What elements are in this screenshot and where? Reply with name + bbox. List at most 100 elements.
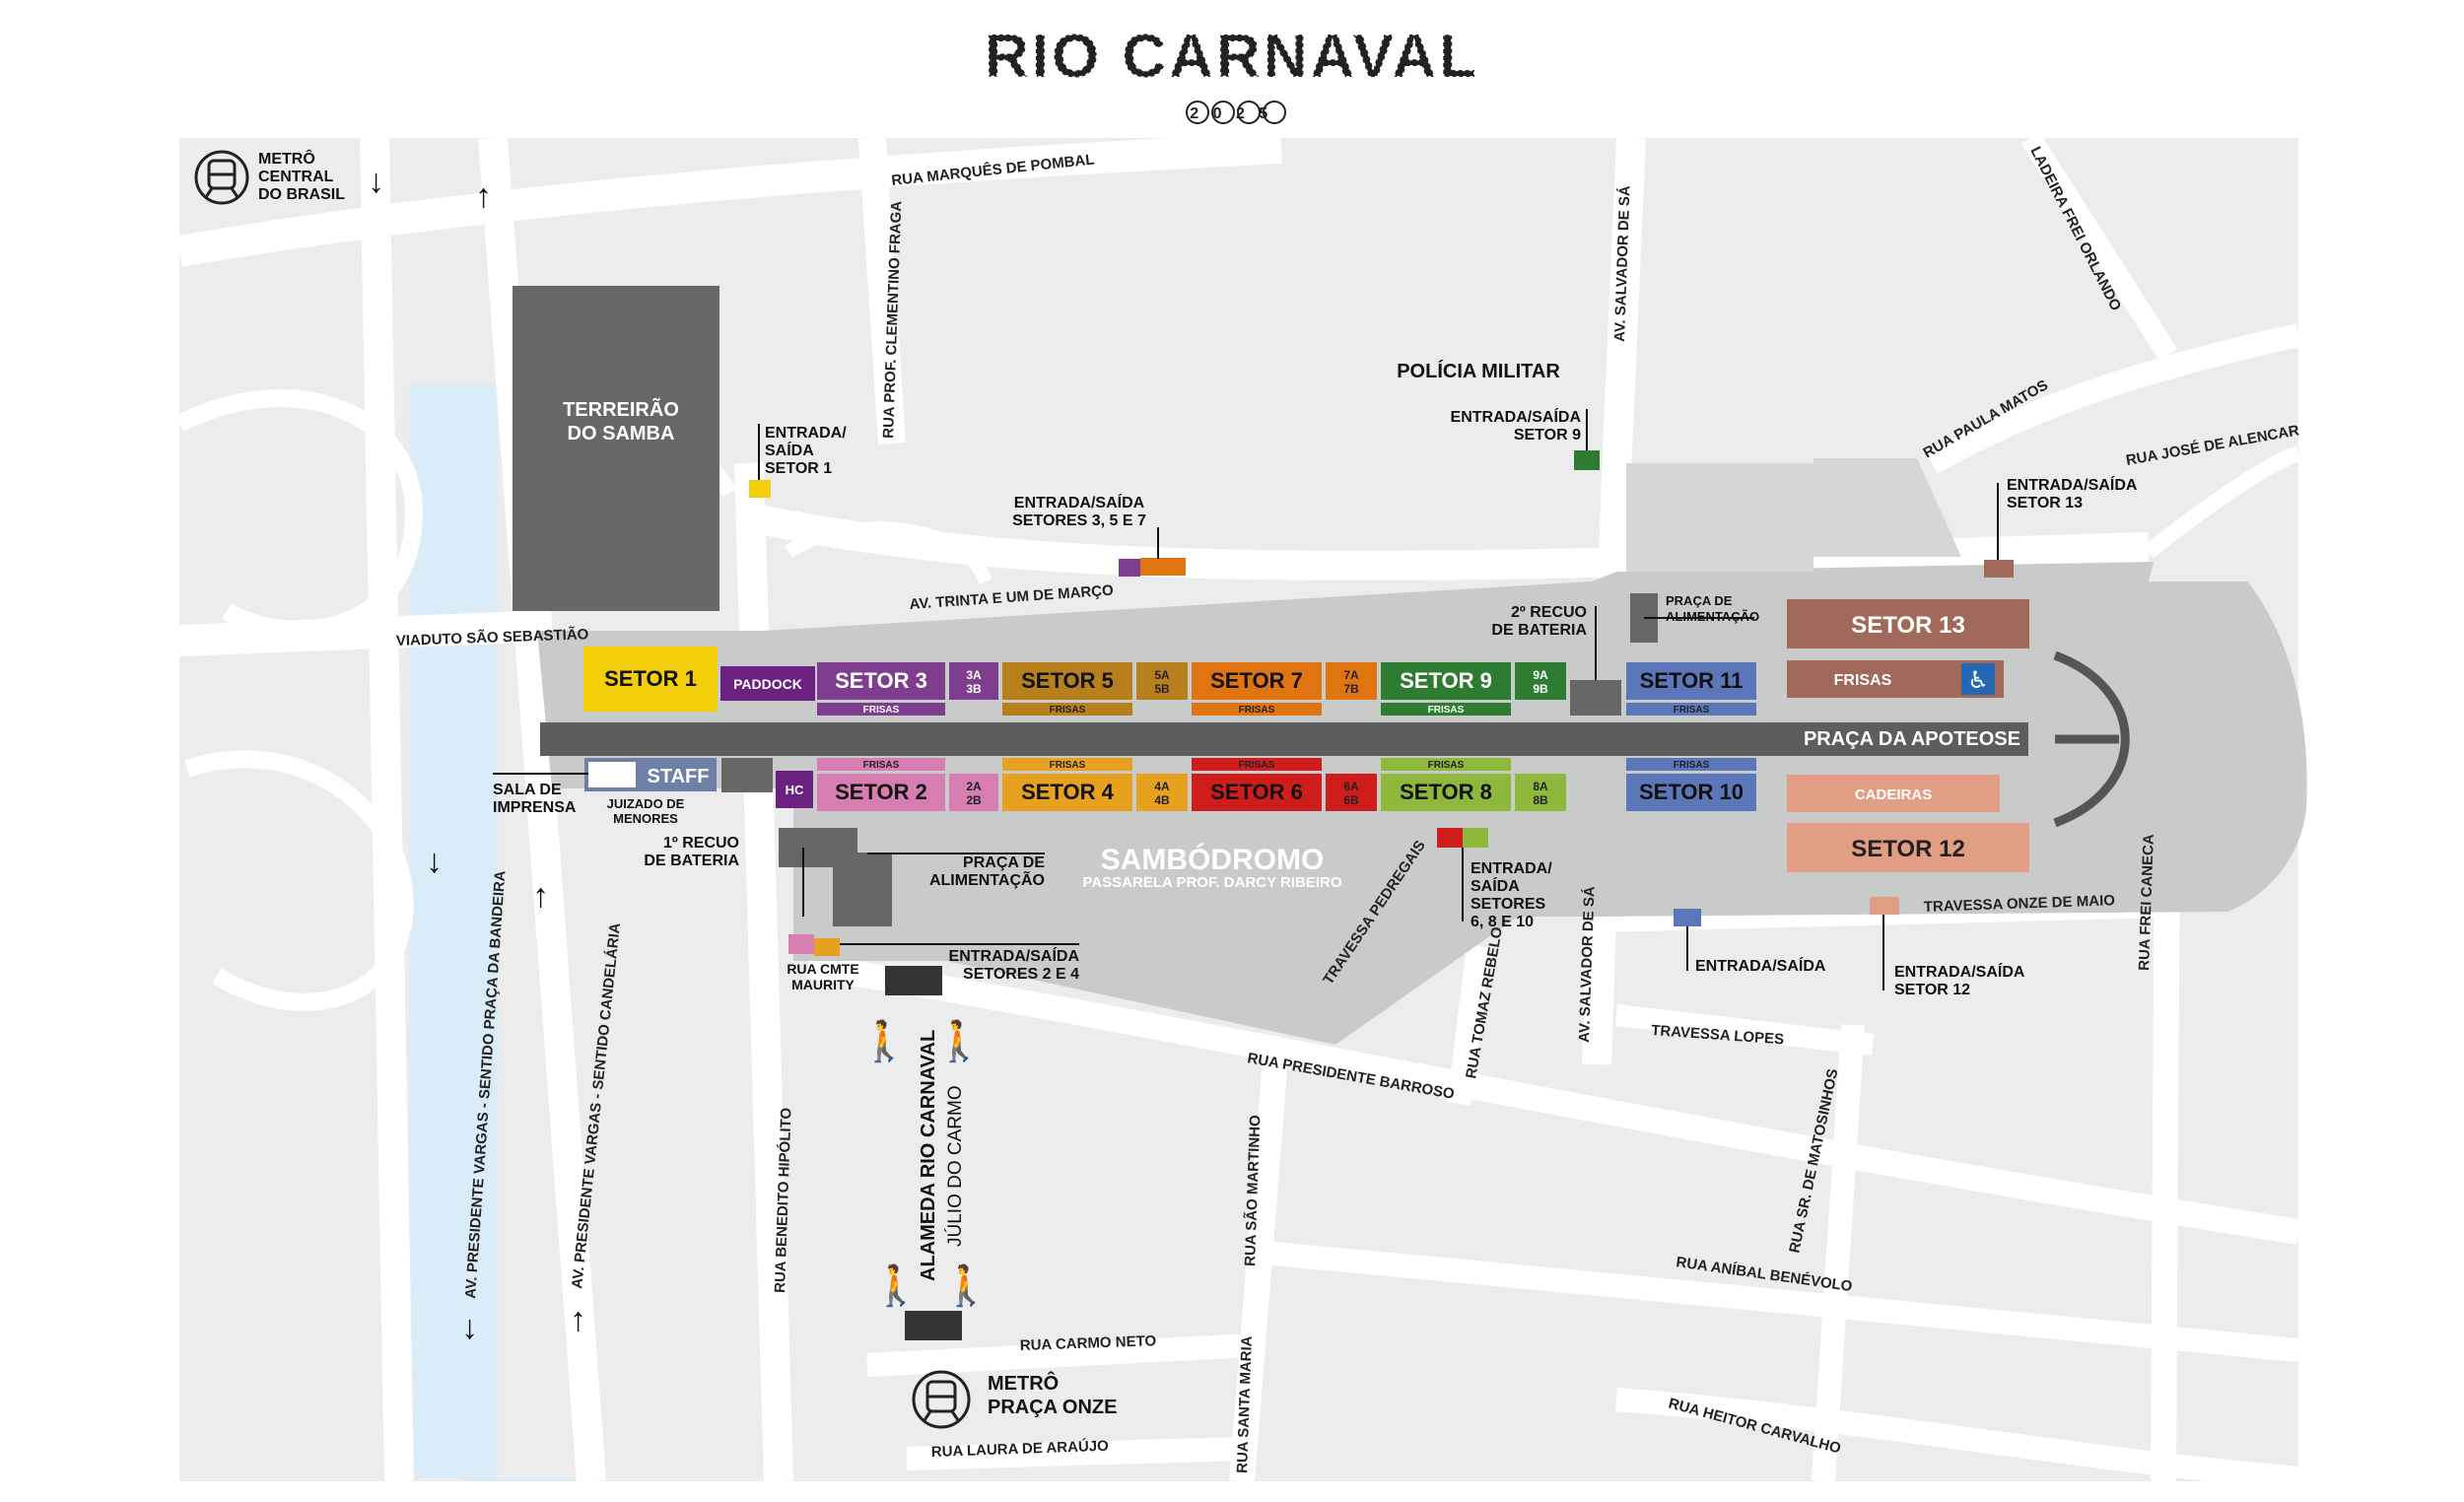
svg-text:SETOR 3: SETOR 3 [835, 668, 927, 693]
cadeiras[interactable]: CADEIRAS [1787, 775, 2000, 812]
svg-text:ENTRADA/: ENTRADA/ [765, 425, 847, 442]
metro-train-icon [194, 150, 249, 205]
sector-10[interactable]: FRISAS SETOR 10 [1626, 758, 1756, 811]
svg-text:SAÍDA: SAÍDA [1471, 876, 1520, 895]
apoteose-arch-icon [2053, 650, 2130, 828]
street-onze-maio: TRAVESSA ONZE DE MAIO [1924, 892, 2116, 916]
sector-4[interactable]: FRISAS SETOR 4 [1002, 758, 1132, 811]
entrada-setores-6810-label: ENTRADA/ SAÍDA SETORES 6, 8 E 10 [1471, 860, 1552, 930]
sambodromo-right-block [1626, 463, 1814, 572]
passarela-runway [540, 722, 2028, 756]
svg-text:FRISAS: FRISAS [1834, 672, 1892, 689]
pedestrian-icon: 🚶 [859, 1018, 909, 1063]
svg-text:SETOR 5: SETOR 5 [1021, 668, 1114, 693]
sector-4ab[interactable]: 4A 4B [1136, 774, 1188, 811]
hc[interactable]: HC [776, 771, 813, 808]
svg-text:6B: 6B [1343, 793, 1359, 807]
svg-text:MAURITY: MAURITY [791, 977, 855, 992]
sector-3ab[interactable]: 3A 3B [949, 662, 998, 700]
entrance-setor1-marker[interactable] [749, 480, 771, 498]
sector-7ab[interactable]: 7A 7B [1326, 662, 1377, 700]
svg-text:ENTRADA/SAÍDA: ENTRADA/SAÍDA [2007, 475, 2138, 494]
svg-text:FRISAS: FRISAS [863, 705, 900, 716]
praca-alimentacao-bottom-block [779, 828, 892, 926]
entrada-setores-24-label: ENTRADA/SAÍDA SETORES 2 E 4 [949, 946, 1080, 983]
svg-text:FRISAS: FRISAS [1050, 760, 1086, 771]
entrance-setores-24-marker-b[interactable] [814, 938, 840, 956]
street-santa-maria: RUA SANTA MARIA [1234, 1335, 1256, 1473]
arrow-down-icon: ↓ [426, 843, 443, 880]
metro-central[interactable]: METRÔ CENTRAL DO BRASIL [194, 149, 345, 205]
sector-5[interactable]: SETOR 5 FRISAS [1002, 662, 1132, 716]
policia-militar-label: POLÍCIA MILITAR [1397, 360, 1560, 382]
staff[interactable]: STAFF [584, 758, 717, 791]
svg-text:SETOR 7: SETOR 7 [1210, 668, 1303, 693]
svg-text:FRISAS: FRISAS [1674, 705, 1710, 716]
sector-9[interactable]: SETOR 9 FRISAS [1381, 662, 1511, 716]
triangle-area [1814, 458, 1961, 557]
sector-8[interactable]: FRISAS SETOR 8 [1381, 758, 1511, 811]
street-salvador-sa-top: AV. SALVADOR DE SÁ [1611, 185, 1634, 342]
rua-cmte-maurity-label: RUA CMTE MAURITY [787, 961, 858, 992]
metro-praca-onze[interactable]: METRÔ PRAÇA ONZE [912, 1370, 1117, 1429]
svg-text:SETOR 8: SETOR 8 [1400, 780, 1492, 804]
recuo-2-block [1570, 680, 1621, 716]
svg-text:FRISAS: FRISAS [1428, 705, 1465, 716]
frisas-13[interactable]: FRISAS ♿ [1787, 660, 2004, 698]
sector-5ab[interactable]: 5A 5B [1136, 662, 1188, 700]
entrance-setores-6810-marker-b[interactable] [1463, 828, 1488, 848]
svg-text:SETOR 12: SETOR 12 [1894, 982, 1970, 998]
sector-6[interactable]: FRISAS SETOR 6 [1192, 758, 1322, 811]
sector-1[interactable]: SETOR 1 [583, 647, 718, 712]
sector-9ab[interactable]: 9A 9B [1515, 662, 1566, 700]
entrance-saida-marker[interactable] [1674, 909, 1701, 926]
svg-text:IMPRENSA: IMPRENSA [493, 799, 577, 816]
direction-arrows: ↓ ↑ ↓ ↑ ↓ ↑ [368, 163, 586, 1346]
entrance-setor9-marker[interactable] [1574, 450, 1600, 470]
svg-text:ENTRADA/SAÍDA: ENTRADA/SAÍDA [949, 946, 1080, 965]
entrance-setor13-marker[interactable] [1984, 560, 2014, 578]
entrance-setores-24-marker[interactable] [788, 934, 814, 954]
svg-text:9A: 9A [1533, 668, 1548, 682]
sector-3[interactable]: SETOR 3 FRISAS [817, 662, 945, 716]
entrance-setores-6810-marker[interactable] [1437, 828, 1463, 848]
entrance-setores-357-marker[interactable] [1119, 559, 1140, 577]
sector-2ab[interactable]: 2A 2B [949, 774, 998, 811]
recuo2-label: 2º RECUO DE BATERIA [1491, 604, 1587, 639]
svg-text:PRAÇA DE: PRAÇA DE [1666, 593, 1733, 608]
svg-text:ENTRADA/: ENTRADA/ [1471, 860, 1552, 877]
street-sao-martinho: RUA SÃO MARTINHO [1241, 1115, 1264, 1266]
entrada-setor13-label: ENTRADA/SAÍDA SETOR 13 [2007, 475, 2138, 512]
svg-text:FRISAS: FRISAS [863, 760, 900, 771]
svg-text:SETOR 13: SETOR 13 [2007, 495, 2083, 512]
arrow-up-icon: ↑ [532, 877, 549, 915]
logo-text: RIO CARNAVAL [985, 23, 1479, 91]
pedestrian-icon: 🚶 [934, 1018, 984, 1063]
entrada-saida-label: ENTRADA/SAÍDA [1695, 956, 1826, 975]
sector-7[interactable]: SETOR 7 FRISAS [1192, 662, 1322, 716]
svg-text:SETOR 6: SETOR 6 [1210, 780, 1303, 804]
svg-text:4B: 4B [1154, 793, 1170, 807]
entrance-setor12-marker[interactable] [1870, 897, 1899, 915]
arrow-up-icon: ↑ [475, 177, 492, 215]
svg-text:♿: ♿ [1967, 667, 1989, 694]
year-badge: 2025 [1186, 101, 1286, 124]
pedestrian-icons: 🚶 🚶 🚶 🚶 [859, 1018, 991, 1308]
sector-2[interactable]: FRISAS SETOR 2 [817, 758, 945, 811]
sector-11[interactable]: SETOR 11 FRISAS [1626, 662, 1756, 716]
entrada-setor1-label: ENTRADA/ SAÍDA SETOR 1 [765, 425, 847, 477]
svg-text:DO BRASIL: DO BRASIL [258, 186, 345, 203]
sector-8ab[interactable]: 8A 8B [1515, 774, 1566, 811]
entrance-setores-357-marker-b[interactable] [1140, 558, 1186, 576]
sector-6ab[interactable]: 6A 6B [1326, 774, 1377, 811]
paddock[interactable]: PADDOCK [720, 666, 815, 701]
sambodromo-label: SAMBÓDROMO [1101, 843, 1325, 876]
sector-13[interactable]: SETOR 13 [1787, 599, 2029, 649]
svg-text:PRAÇA DE: PRAÇA DE [963, 854, 1045, 871]
sector-12[interactable]: SETOR 12 [1787, 823, 2029, 872]
street-carmo-neto: RUA CARMO NETO [1020, 1332, 1157, 1354]
svg-text:ALIMENTAÇÃO: ALIMENTAÇÃO [929, 869, 1045, 889]
annotations: ENTRADA/ SAÍDA SETOR 1 ENTRADA/SAÍDA SET… [493, 407, 2138, 998]
gate-top-icon [885, 966, 942, 995]
